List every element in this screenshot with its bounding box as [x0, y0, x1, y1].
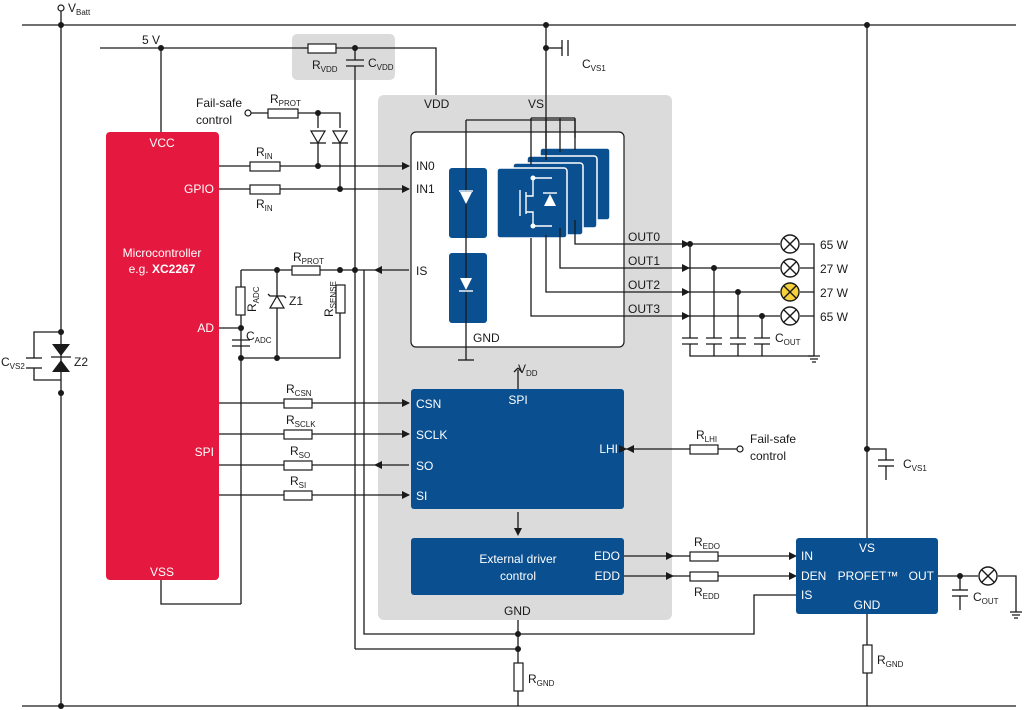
mcu-vcc-pin: VCC — [149, 136, 175, 150]
rvdd-cvdd-area — [292, 34, 395, 80]
rgnd-left-label: RGND — [528, 672, 555, 688]
protection-diodes — [309, 130, 349, 145]
cout-right-label: COUT — [973, 590, 999, 606]
edd-pin: EDD — [595, 569, 621, 583]
cout-left-label: COUT — [775, 331, 801, 347]
redo-label: REDO — [694, 535, 720, 551]
failsafe-top-label2: control — [196, 113, 232, 127]
rgnd-right-label: RGND — [877, 653, 904, 669]
rprot-top-resistor — [267, 108, 299, 119]
mcu-ad-pin: AD — [197, 321, 214, 335]
rlhi-label: RLHI — [696, 428, 717, 444]
out3-pin: OUT3 — [628, 302, 660, 316]
rgnd-right-resistor — [862, 644, 873, 674]
5v-label: 5 V — [142, 33, 160, 47]
ext-driver-title2: control — [500, 569, 536, 583]
cadc-label: CADC — [246, 329, 272, 345]
failsafe-right-label2: control — [750, 449, 786, 463]
spi-title: SPI — [508, 393, 527, 407]
out0-pin: OUT0 — [628, 230, 660, 244]
cvdd-label: CVDD — [368, 56, 394, 72]
z2-tvs-diode — [52, 344, 70, 372]
rsi-label: RSI — [290, 474, 306, 490]
rsense-label: RSENSE — [322, 281, 338, 317]
redd-label: REDD — [694, 585, 720, 601]
out1-pin: OUT1 — [628, 254, 660, 268]
inner-gnd-pin: GND — [473, 331, 500, 345]
rso-label: RSO — [290, 444, 310, 460]
rvdd-resistor — [307, 43, 337, 54]
rprot-top-label: RPROT — [270, 92, 301, 108]
mcu-name: Microcontroller — [123, 246, 202, 260]
profet-lamp — [978, 566, 998, 586]
is-pin: IS — [416, 264, 427, 278]
z1-zener-diode — [268, 294, 286, 309]
rprot-is-label: RPROT — [293, 250, 324, 266]
vdd-pin: VDD — [424, 97, 450, 111]
rvdd-label: RVDD — [312, 58, 338, 74]
cvs2-label: CVS2 — [1, 355, 25, 371]
z2-label: Z2 — [74, 355, 88, 369]
lamp-3 — [780, 306, 800, 326]
mcu-gpio-pin: GPIO — [184, 182, 214, 196]
lamp-group — [780, 234, 800, 326]
radc-label: RADC — [245, 286, 261, 312]
si-pin: SI — [416, 489, 427, 503]
profet-gnd-pin: GND — [854, 598, 881, 612]
ext-driver-title1: External driver — [479, 552, 556, 566]
profet-out-pin: OUT — [909, 569, 935, 583]
profet-load-lamp — [978, 566, 998, 586]
lamp-2 — [780, 282, 800, 302]
load-1-label: 27 W — [820, 262, 849, 276]
lhi-pin: LHI — [599, 442, 618, 456]
vs-pin: VS — [528, 97, 544, 111]
csn-pin: CSN — [416, 397, 441, 411]
mcu-vss-pin: VSS — [150, 565, 174, 579]
rin-bottom-label: RIN — [256, 197, 273, 213]
load-2-label: 27 W — [820, 286, 849, 300]
sclk-pin: SCLK — [416, 428, 447, 442]
cvs1-top-label: CVS1 — [582, 57, 606, 73]
load-0-label: 65 W — [820, 238, 849, 252]
rgnd-left-resistor — [513, 662, 524, 692]
rsclk-label: RSCLK — [286, 413, 316, 429]
out2-pin: OUT2 — [628, 278, 660, 292]
lamp-0 — [780, 234, 800, 254]
load-3-label: 65 W — [820, 310, 849, 324]
profet-block — [796, 538, 938, 614]
radc-resistor — [235, 286, 246, 316]
external-driver-block — [411, 538, 624, 595]
spi-block — [411, 389, 624, 509]
profet-in-pin: IN — [801, 549, 813, 563]
vbatt-terminal — [57, 4, 65, 12]
failsafe-top-label1: Fail-safe — [196, 96, 242, 110]
driver-gnd-pin: GND — [504, 604, 531, 618]
profet-vs-pin: VS — [859, 541, 875, 555]
in1-pin: IN1 — [416, 182, 435, 196]
profet-den-pin: DEN — [801, 569, 826, 583]
cvs1-bottom-label: CVS1 — [903, 457, 927, 473]
edo-pin: EDO — [594, 549, 620, 563]
mcu-part: e.g. XC2267 — [129, 262, 196, 276]
profet-name: PROFET™ — [838, 569, 899, 583]
vbatt-label: VBatt — [68, 1, 91, 17]
z1-label: Z1 — [289, 294, 303, 308]
microcontroller-block — [106, 132, 219, 580]
vdd-spi-label: VDD — [518, 362, 538, 378]
so-pin: SO — [416, 459, 433, 473]
lamp-1 — [780, 258, 800, 278]
mcu-spi-pin: SPI — [195, 445, 214, 459]
profet-is-pin: IS — [801, 588, 812, 602]
in0-pin: IN0 — [416, 159, 435, 173]
rcsn-label: RCSN — [286, 382, 312, 398]
rin-top-label: RIN — [256, 145, 273, 161]
switch-channel — [496, 167, 568, 239]
failsafe-right-label1: Fail-safe — [750, 432, 796, 446]
